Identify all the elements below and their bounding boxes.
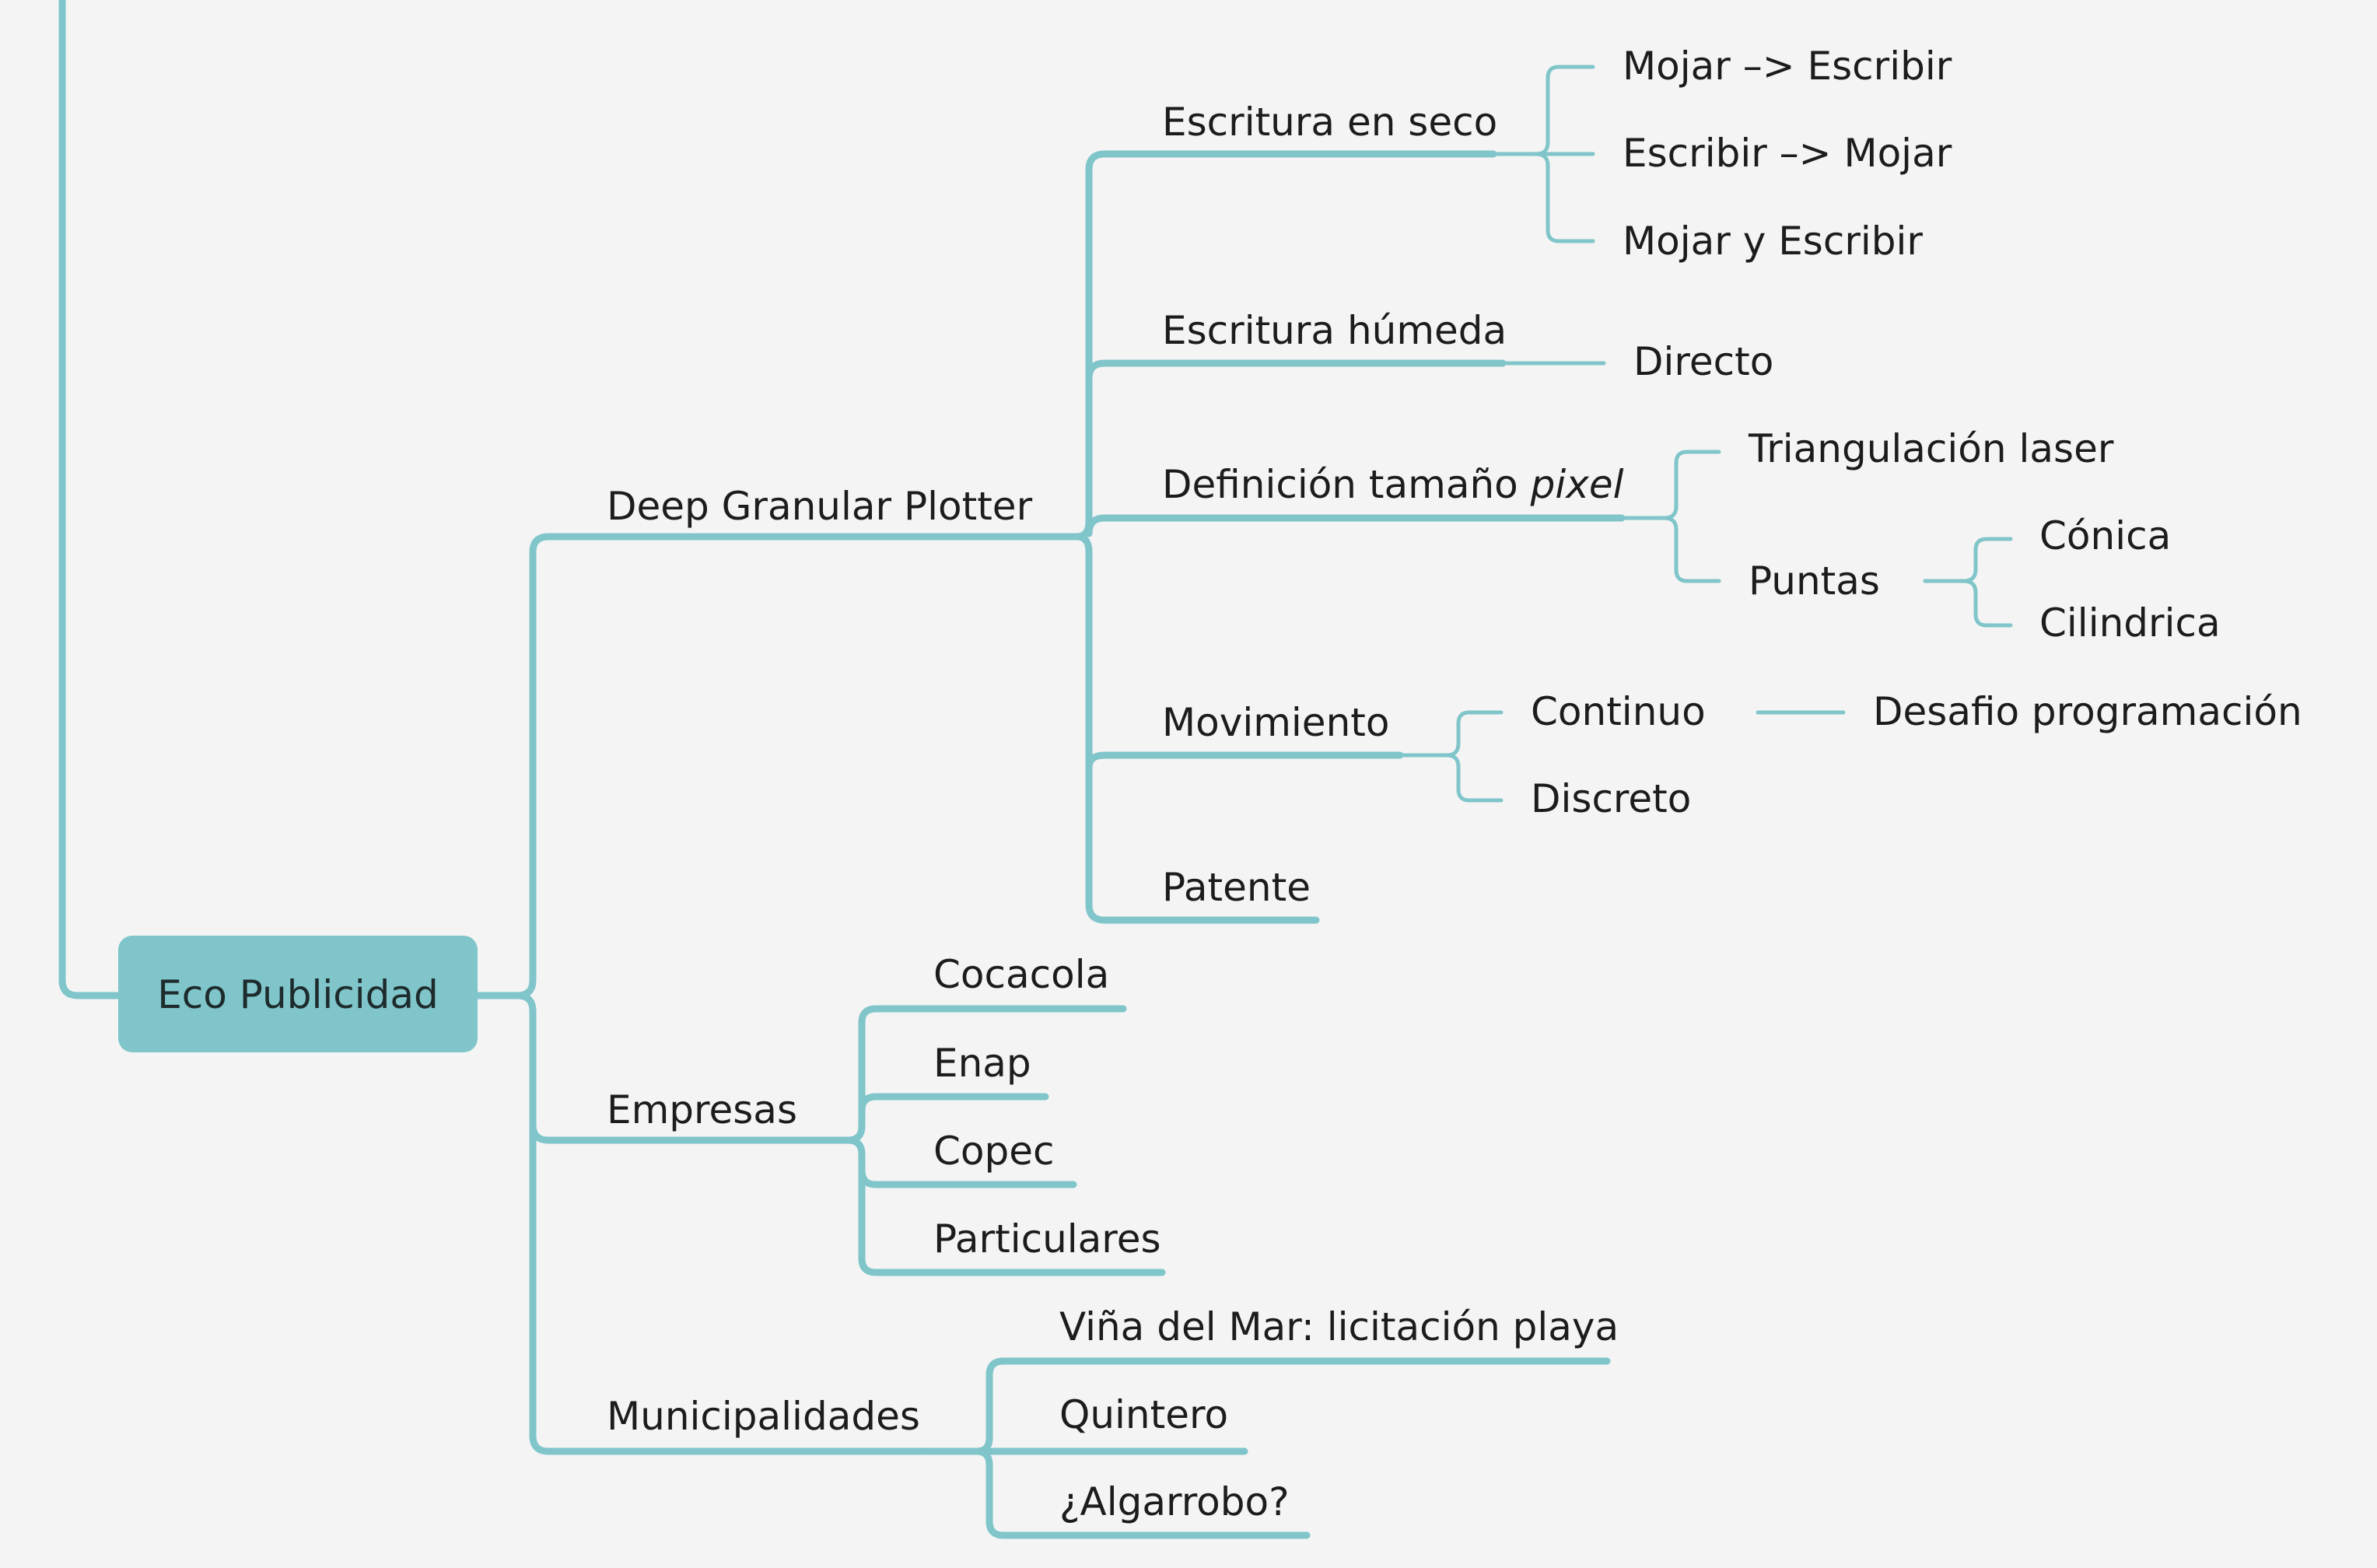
- plotter-bracket-bottom: [1073, 533, 1320, 924]
- puntas-bracket-bottom: [1962, 579, 2013, 628]
- seco-item-1[interactable]: Mojar –> Escribir: [1623, 44, 1952, 89]
- seco-item-3[interactable]: Mojar y Escribir: [1623, 219, 1923, 264]
- directo-label[interactable]: Directo: [1633, 339, 1773, 384]
- movimiento-label[interactable]: Movimiento: [1162, 700, 1389, 745]
- empresa-copec[interactable]: Copec: [933, 1129, 1055, 1174]
- root-empresas-stub: [529, 1121, 805, 1144]
- cilindrica-label[interactable]: Cilindrica: [2039, 600, 2221, 646]
- root-node-label: Eco Publicidad: [157, 972, 439, 1017]
- escritura-humeda-label[interactable]: Escritura húmeda: [1162, 308, 1507, 353]
- muni-bracket-top: [926, 1357, 1611, 1455]
- definicion-bracket-bottom: [1662, 516, 1721, 583]
- empresa-particulares[interactable]: Particulares: [933, 1216, 1161, 1262]
- empresas-to-particulares: [858, 1167, 1166, 1276]
- seco-bracket-bottom: [1534, 152, 1595, 243]
- trunk-connector: [58, 0, 128, 999]
- movimiento-bracket-bottom: [1444, 753, 1504, 803]
- definicion-label-emph: pixel: [1530, 462, 1624, 507]
- conica-label[interactable]: Cónica: [2039, 513, 2171, 558]
- root-to-empresas-connector: [513, 992, 933, 1455]
- puntas-label[interactable]: Puntas: [1749, 558, 1880, 604]
- muni-algarrobo[interactable]: ¿Algarrobo?: [1059, 1479, 1290, 1524]
- branch-municipalidades-label[interactable]: Municipalidades: [607, 1394, 920, 1439]
- puntas-bracket: [1923, 537, 2013, 583]
- continuo-label[interactable]: Continuo: [1531, 689, 1706, 734]
- seco-bracket: [1491, 65, 1595, 156]
- root-to-branches-connector: [472, 533, 1034, 999]
- patente-label[interactable]: Patente: [1162, 865, 1311, 910]
- escritura-seco-label[interactable]: Escritura en seco: [1162, 100, 1497, 145]
- muni-quintero[interactable]: Quintero: [1059, 1392, 1228, 1437]
- definicion-bracket: [1619, 450, 1721, 520]
- plotter-to-humeda: [1085, 359, 1507, 383]
- muni-vina[interactable]: Viña del Mar: licitación playa: [1059, 1304, 1619, 1349]
- branch-plotter-label[interactable]: Deep Granular Plotter: [607, 484, 1033, 529]
- definicion-label-prefix: Definición tamaño: [1162, 462, 1531, 507]
- root-node[interactable]: [118, 936, 478, 1052]
- discreto-label[interactable]: Discreto: [1531, 776, 1691, 821]
- triangulacion-label[interactable]: Triangulación laser: [1748, 426, 2114, 471]
- seco-item-2[interactable]: Escribir –> Mojar: [1623, 131, 1952, 176]
- empresa-enap[interactable]: Enap: [933, 1041, 1031, 1086]
- branch-empresas-label[interactable]: Empresas: [607, 1087, 797, 1132]
- plotter-to-definicion: [1085, 514, 1626, 537]
- definicion-label[interactable]: Definición tamaño pixel: [1162, 462, 1624, 507]
- movimiento-bracket: [1398, 710, 1504, 758]
- empresa-cocacola[interactable]: Cocacola: [933, 952, 1109, 997]
- empresas-to-enap: [858, 1093, 1049, 1115]
- muni-bracket-bottom: [972, 1447, 1311, 1539]
- continuo-note-label[interactable]: Desafio programación: [1873, 689, 2302, 734]
- plotter-to-movimiento: [1085, 751, 1404, 772]
